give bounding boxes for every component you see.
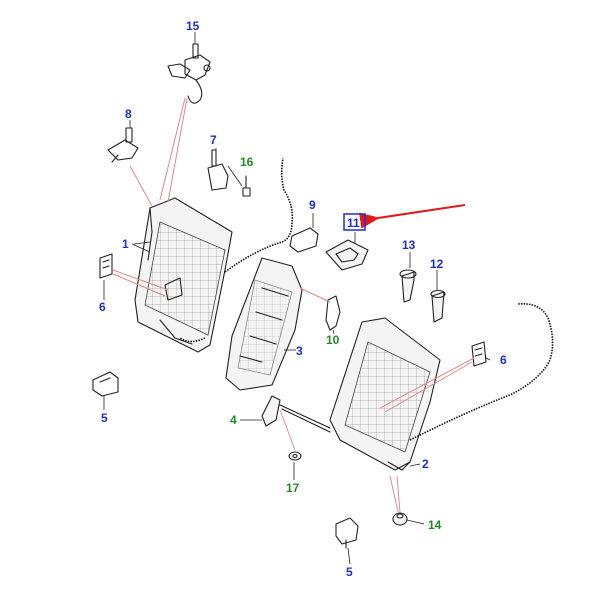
callout-11[interactable]: 11 bbox=[347, 216, 360, 230]
highlight-box-11 bbox=[343, 213, 366, 231]
part-3-seatback-frame-center bbox=[225, 257, 303, 391]
callout-17[interactable]: 17 bbox=[286, 481, 300, 495]
callout-7[interactable]: 7 bbox=[210, 133, 217, 147]
callout-10[interactable]: 10 bbox=[326, 333, 340, 347]
part-2-seatback-frame-right bbox=[329, 317, 441, 471]
callout-15[interactable]: 15 bbox=[186, 19, 200, 33]
part-7-bracket bbox=[207, 149, 229, 191]
leader-lines bbox=[103, 32, 491, 565]
callout-3[interactable]: 3 bbox=[296, 344, 303, 358]
part-10-hook bbox=[325, 295, 341, 331]
callout-14[interactable]: 14 bbox=[428, 518, 442, 532]
part-14-cap bbox=[392, 512, 408, 526]
callout-6-right[interactable]: 6 bbox=[500, 353, 507, 367]
callout-5-bottom[interactable]: 5 bbox=[346, 565, 353, 579]
callout-4[interactable]: 4 bbox=[230, 413, 237, 427]
part-17-washer bbox=[288, 451, 302, 461]
part-13-guide bbox=[399, 269, 417, 303]
part-4-pivot-bracket bbox=[261, 395, 331, 433]
callout-12[interactable]: 12 bbox=[430, 257, 444, 271]
part-8-latch bbox=[107, 127, 139, 163]
callout-2[interactable]: 2 bbox=[422, 457, 429, 471]
part-5-bracket-bottom bbox=[335, 517, 359, 549]
callout-13[interactable]: 13 bbox=[402, 238, 416, 252]
part-11-trim-cover bbox=[325, 239, 369, 271]
part-6-clip-left bbox=[99, 253, 113, 279]
callout-9[interactable]: 9 bbox=[309, 198, 316, 212]
callout-8[interactable]: 8 bbox=[125, 107, 132, 121]
callout-16[interactable]: 16 bbox=[240, 155, 254, 169]
callout-1[interactable]: 1 bbox=[122, 237, 129, 251]
part-16-bolt bbox=[242, 175, 251, 197]
part-9-bracket bbox=[289, 227, 319, 253]
part-15-latch bbox=[167, 43, 211, 104]
part-12-guide bbox=[430, 289, 446, 323]
callout-6-left[interactable]: 6 bbox=[99, 300, 106, 314]
highlight-arrow bbox=[359, 204, 466, 229]
part-6-clip-right bbox=[471, 341, 487, 367]
part-5-bracket-left bbox=[92, 371, 119, 397]
release-cables bbox=[179, 157, 554, 441]
part-1-seatback-frame-left bbox=[134, 197, 233, 353]
callout-5-left[interactable]: 5 bbox=[101, 411, 108, 425]
